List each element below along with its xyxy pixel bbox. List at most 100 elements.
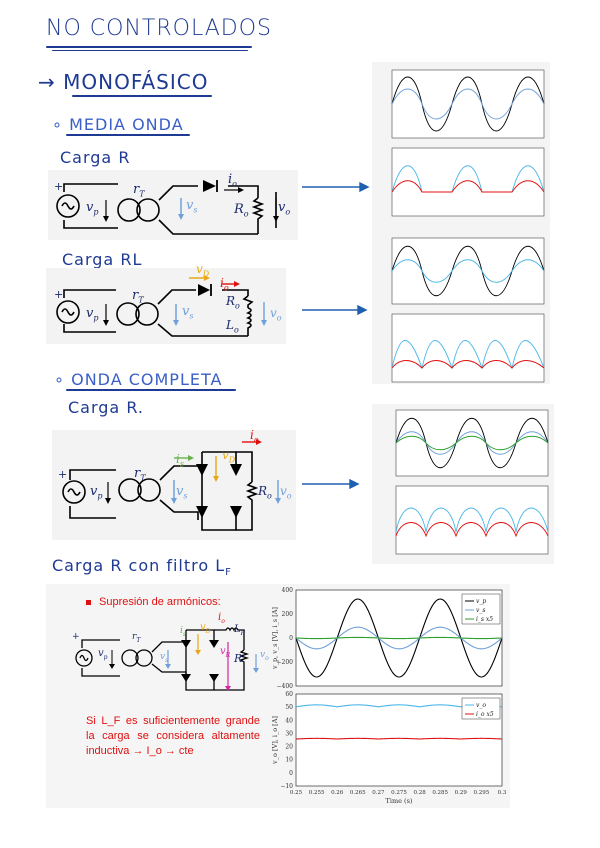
vs-text: v xyxy=(160,652,166,662)
vo-text: v xyxy=(270,306,277,320)
label-is-3: is xyxy=(176,452,184,468)
mini-plots-right xyxy=(391,69,549,555)
vo-text: v xyxy=(260,650,266,660)
lf-bridge-diode-1 xyxy=(181,640,191,648)
bottom-xlabel: Time (s) xyxy=(386,797,413,805)
mini-plot-4-vo xyxy=(391,340,545,370)
mini-plot-3-vp xyxy=(391,246,545,296)
ro-sub: o xyxy=(267,491,272,501)
diode-symbol xyxy=(198,284,210,296)
ro-sub: o xyxy=(235,301,240,311)
label-vd-4: vD xyxy=(200,622,210,635)
bottom-ytick-label: 40 xyxy=(285,717,293,724)
label-plus-3: + xyxy=(58,468,68,481)
mini-plot-3-vs xyxy=(391,259,545,283)
bridge-diode-2 xyxy=(230,464,242,476)
ro-sub: o xyxy=(243,209,249,219)
mini-plot-5-frame xyxy=(395,409,549,477)
filter-note: Si L_F es suficientemente grande la carg… xyxy=(86,715,260,757)
bottom-series-line xyxy=(295,737,503,740)
top-legend-label: i_s x5 xyxy=(476,616,493,623)
label-ro-3: Ro xyxy=(258,484,272,500)
label-vd-2: vD xyxy=(196,262,209,278)
bottom-xtick-label: 0.3 xyxy=(498,790,507,796)
io-text: i xyxy=(220,276,224,290)
heading-media-onda: ∘ MEDIA ONDA xyxy=(52,115,184,134)
lf-bridge-diode-4 xyxy=(209,674,219,682)
circuit-full-wave-r xyxy=(52,430,296,540)
mini-plot-4-frame xyxy=(391,313,545,383)
top-ytick-label: −400 xyxy=(277,683,294,690)
vp-sub: p xyxy=(97,491,103,501)
heading-carga-r-2: Carga R. xyxy=(68,398,144,417)
mini-plot-5-is xyxy=(395,435,549,451)
top-series-line xyxy=(295,598,503,678)
label-vp-1: vp xyxy=(86,200,98,217)
bottom-ytick-label: 10 xyxy=(285,757,293,764)
mini-plot-5-vs xyxy=(395,431,549,455)
mini-plot-4-io xyxy=(391,360,545,369)
bullet-square xyxy=(86,599,91,605)
label-lo-2: Lo xyxy=(226,318,239,334)
vp-text: v xyxy=(90,484,98,499)
label-vp-3: vp xyxy=(90,484,102,501)
top-ytick-label: 0 xyxy=(289,635,293,642)
label-vd-3: vD xyxy=(222,448,235,464)
bridge-diode-3 xyxy=(196,506,208,518)
label-vs-1: vs xyxy=(186,198,197,215)
label-ro-1: Ro xyxy=(234,202,249,219)
is-sub: s xyxy=(179,459,184,469)
vs-sub: s xyxy=(193,205,198,215)
vp-sub: p xyxy=(93,207,99,217)
bottom-xtick-label: 0.275 xyxy=(391,790,407,796)
heading-monofasico: → MONOFÁSICO xyxy=(38,70,209,94)
label-vo-2: vo xyxy=(270,306,282,322)
bottom-xtick-label: 0.27 xyxy=(372,790,385,796)
top-series-line xyxy=(295,626,503,650)
is-text: i xyxy=(176,452,180,466)
vo-text: v xyxy=(278,200,286,215)
mini-plot-3-frame xyxy=(391,237,545,305)
label-r-4: R xyxy=(234,652,243,665)
heading-carga-r-filtro-text: Carga R con filtro L xyxy=(52,556,226,575)
vp-sub: p xyxy=(103,654,108,661)
io-sub: o xyxy=(221,618,225,625)
vs-sub: s xyxy=(183,491,188,501)
rt-sub: T xyxy=(140,473,146,483)
io-text: i xyxy=(228,172,233,187)
io-text: i xyxy=(218,612,222,623)
label-vs-4: vs xyxy=(160,652,168,664)
label-io-3: io xyxy=(250,428,259,444)
mini-plot-2-frame xyxy=(391,147,545,217)
top-series-line xyxy=(295,636,503,640)
mini-plot-1-frame xyxy=(391,69,545,139)
io-sub: o xyxy=(232,179,237,189)
title-underline xyxy=(52,50,248,51)
label-io-4: io xyxy=(218,612,225,625)
mini-plot-1-vs xyxy=(391,88,545,120)
top-legend-label: v_s xyxy=(476,607,485,614)
bottom-xtick-label: 0.28 xyxy=(413,790,426,796)
ro-text: R xyxy=(258,484,268,498)
mini-plot-6-io xyxy=(395,522,549,538)
label-rt-3: rT xyxy=(134,466,146,483)
label-ro-2: Ro xyxy=(226,294,240,310)
lf-bridge-diode-2 xyxy=(209,640,219,648)
vo-sub: o xyxy=(286,491,292,501)
label-vp-2: vp xyxy=(86,306,98,323)
rt-sub: T xyxy=(138,295,144,305)
vp-text: v xyxy=(86,306,94,321)
top-ytick-label: −200 xyxy=(277,659,294,666)
title-underline xyxy=(46,46,252,48)
label-plus-1: + xyxy=(54,180,64,193)
rt-text: r xyxy=(132,632,137,642)
diode-symbol xyxy=(203,180,216,192)
onda-completa-underline xyxy=(66,389,236,391)
vs-sub: s xyxy=(189,311,194,321)
mini-plot-1-vp xyxy=(391,76,545,132)
vs-text: v xyxy=(186,198,194,213)
bottom-xtick-label: 0.295 xyxy=(474,790,490,796)
vr-sub: R xyxy=(225,652,231,659)
media-onda-underline xyxy=(66,134,190,136)
